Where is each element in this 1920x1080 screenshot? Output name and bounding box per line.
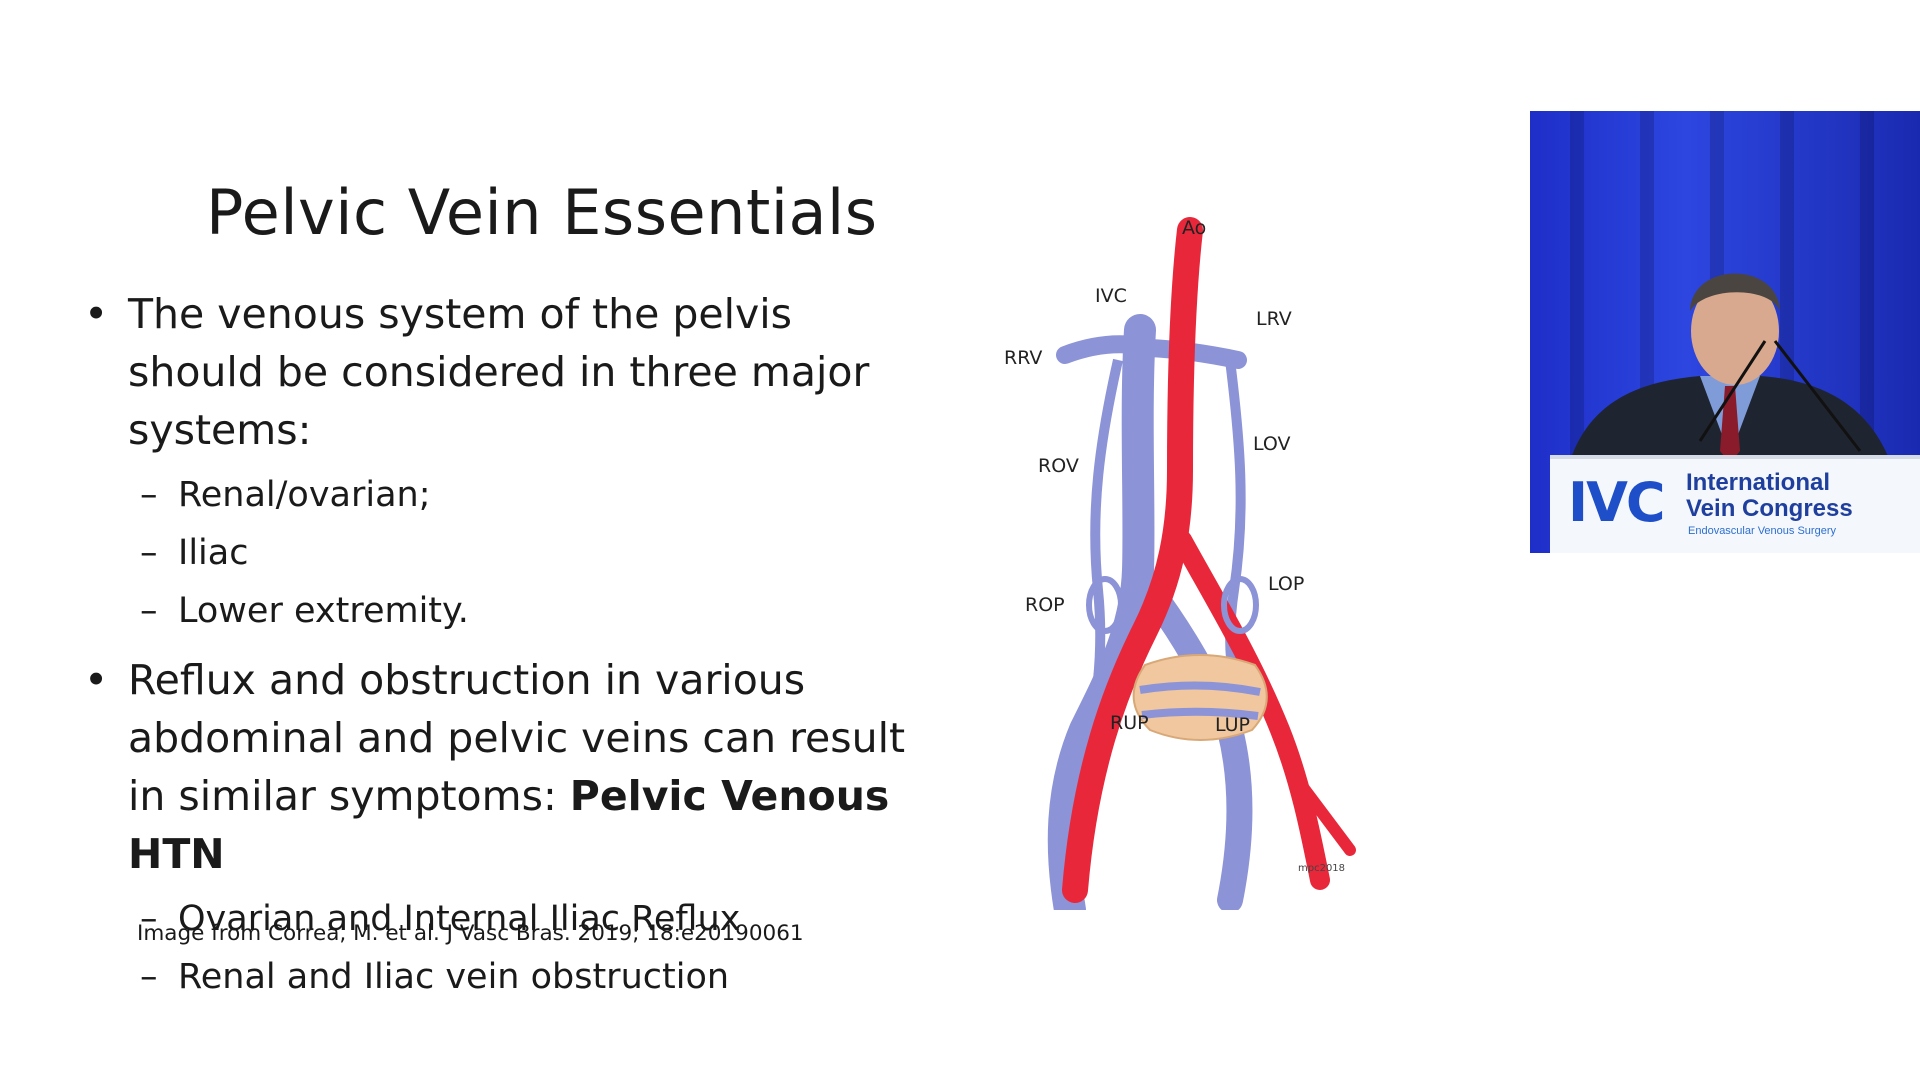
uterine-vein-shape (1141, 707, 1259, 720)
ivc-logo-line2: Vein Congress (1686, 495, 1853, 522)
uterus-shape (1132, 654, 1268, 741)
right-plexus-shape (1086, 576, 1124, 634)
bullet-item: • Reflux and obstruction in various abdo… (80, 651, 920, 883)
sub-bullet-text: Ovarian and Internal Iliac Reflux (178, 899, 741, 939)
ivc-logo-line1: International (1686, 469, 1831, 496)
ivc-logo-line3: Endovascular Venous Surgery (1688, 525, 1836, 537)
sub-bullet-item: – Ovarian and Internal Iliac Reflux (80, 897, 920, 941)
label-rop: ROP (1025, 594, 1065, 616)
right-ovarian-vein-shape (1090, 358, 1123, 681)
label-lop: LOP (1268, 573, 1304, 595)
left-iliac-artery-shape (1172, 530, 1330, 890)
bullet-text: Reflux and obstruction in various abdomi… (128, 656, 906, 820)
ivc-logo-mark: IVC (1568, 471, 1666, 534)
pelvic-vein-diagram: Ao IVC LRV RRV ROV LOV ROP LOP RUP LUP m… (1004, 217, 1356, 910)
label-ao: Ao (1182, 217, 1206, 239)
bullet-dot: • (84, 290, 109, 338)
artery-branch-shape (1284, 764, 1356, 856)
sub-bullet-item: – Lower extremity. (80, 589, 920, 633)
speaker-figure (1570, 273, 1890, 463)
speaker-video: IVC International Vein Congress Endovasc… (1530, 111, 1920, 553)
speaker-hair-shape (1690, 273, 1780, 311)
label-lup: LUP (1215, 714, 1250, 736)
aorta-shape (1062, 217, 1203, 903)
microphone-shape (1773, 340, 1862, 452)
sub-bullet-item: – Renal and Iliac vein obstruction (80, 955, 920, 999)
sub-bullet-dash: – (140, 899, 158, 939)
label-lov: LOV (1253, 433, 1291, 455)
label-rov: ROV (1038, 455, 1079, 477)
uterine-vein-shape (1139, 681, 1261, 696)
slide-title: Pelvic Vein Essentials (206, 176, 878, 249)
bullet-text: The venous system of the pelvis should b… (128, 290, 870, 454)
sub-bullet-text: Renal and Iliac vein obstruction (178, 957, 730, 997)
sub-bullet-dash: – (140, 591, 158, 631)
sub-bullet-text: Renal/ovarian; (178, 475, 431, 515)
label-lrv: LRV (1256, 308, 1292, 330)
sub-bullet-item: – Renal/ovarian; (80, 473, 920, 517)
sub-bullet-dash: – (140, 957, 158, 997)
bullet-item: • The venous system of the pelvis should… (80, 285, 920, 459)
sub-bullet-dash: – (140, 533, 158, 573)
slide-body: • The venous system of the pelvis should… (80, 285, 920, 999)
sub-bullet-dash: – (140, 475, 158, 515)
bullet-emphasis: Pelvic Venous HTN (128, 772, 890, 878)
image-citation: Image from Correa, M. et al. J Vasc Bras… (137, 921, 804, 946)
bullet-dot: • (84, 656, 109, 704)
label-rup: RUP (1110, 712, 1149, 734)
left-plexus-shape (1221, 576, 1259, 634)
microphone-shape (1698, 340, 1767, 442)
podium: IVC International Vein Congress Endovasc… (1550, 455, 1920, 553)
sub-bullet-item: – Iliac (80, 531, 920, 575)
label-ivc: IVC (1095, 285, 1127, 307)
speaker-face-shape (1691, 277, 1779, 385)
sub-bullet-text: Iliac (178, 533, 249, 573)
sub-bullet-text: Lower extremity. (178, 591, 469, 631)
diagram-credit: mpc2018 (1298, 863, 1345, 874)
label-rrv: RRV (1004, 347, 1042, 369)
left-ovarian-vein-shape (1225, 359, 1246, 681)
ivc-shape (1047, 314, 1156, 910)
